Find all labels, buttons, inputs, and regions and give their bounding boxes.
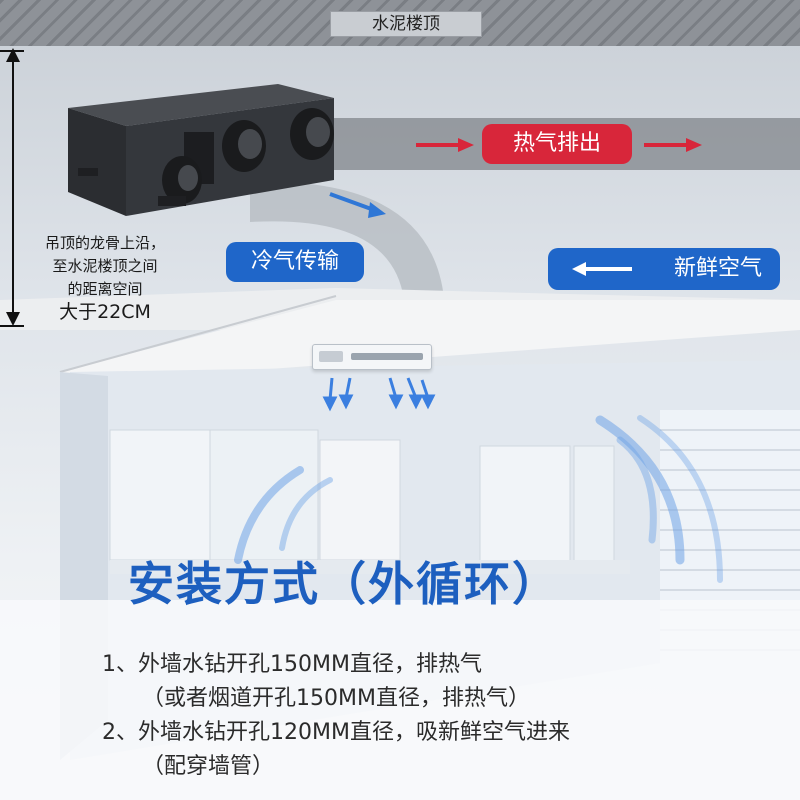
- fresh-air-label: 新鲜空气: [548, 248, 780, 290]
- ventilation-unit: [68, 84, 334, 216]
- dimension-line-3: 的距离空间: [67, 280, 143, 298]
- kitchen-cabinets: [109, 429, 630, 574]
- red-arrow-right: [644, 138, 702, 152]
- installation-steps: 1、外墙水钻开孔150MM直径，排热气 （或者烟道开孔150MM直径，排热气） …: [102, 648, 570, 784]
- vent-slot: [351, 353, 423, 360]
- step-1: 1、外墙水钻开孔150MM直径，排热气: [102, 652, 482, 677]
- headline: 安装方式（外循环）: [128, 557, 560, 611]
- left-arrow-icon: [572, 262, 632, 276]
- dimension-line-1: 吊顶的龙骨上沿，: [44, 234, 165, 252]
- step-1-note: （或者烟道开孔150MM直径，排热气）: [142, 686, 530, 711]
- step-2-note: （配穿墙管）: [142, 754, 275, 779]
- dimension-line: [12, 52, 14, 322]
- vent-flow-arrows: [322, 377, 436, 412]
- ceiling-vent: [312, 344, 432, 370]
- dimension-line-2: 至水泥楼顶之间: [52, 257, 158, 275]
- airflow-waves: [234, 415, 723, 583]
- dimension-note: 吊顶的龙骨上沿， 至水泥楼顶之间 的距离空间 大于22CM: [20, 232, 190, 324]
- dimension-bottom-tick: [0, 325, 24, 327]
- red-arrow-left: [416, 138, 474, 152]
- slab-label: 水泥楼顶: [330, 11, 482, 37]
- fresh-air-text: 新鲜空气: [673, 256, 762, 281]
- cold-transfer-label: 冷气传输: [226, 242, 364, 282]
- dimension-value: 大于22CM: [59, 301, 151, 323]
- supply-duct: [250, 181, 444, 300]
- vent-tag: [319, 351, 343, 362]
- hot-exhaust-label: 热气排出: [482, 124, 632, 164]
- step-2: 2、外墙水钻开孔120MM直径，吸新鲜空气进来: [102, 720, 570, 745]
- cold-flow-arrow: [329, 192, 386, 218]
- dimension-arrow-up: [6, 48, 20, 62]
- dimension-arrow-down: [6, 312, 20, 326]
